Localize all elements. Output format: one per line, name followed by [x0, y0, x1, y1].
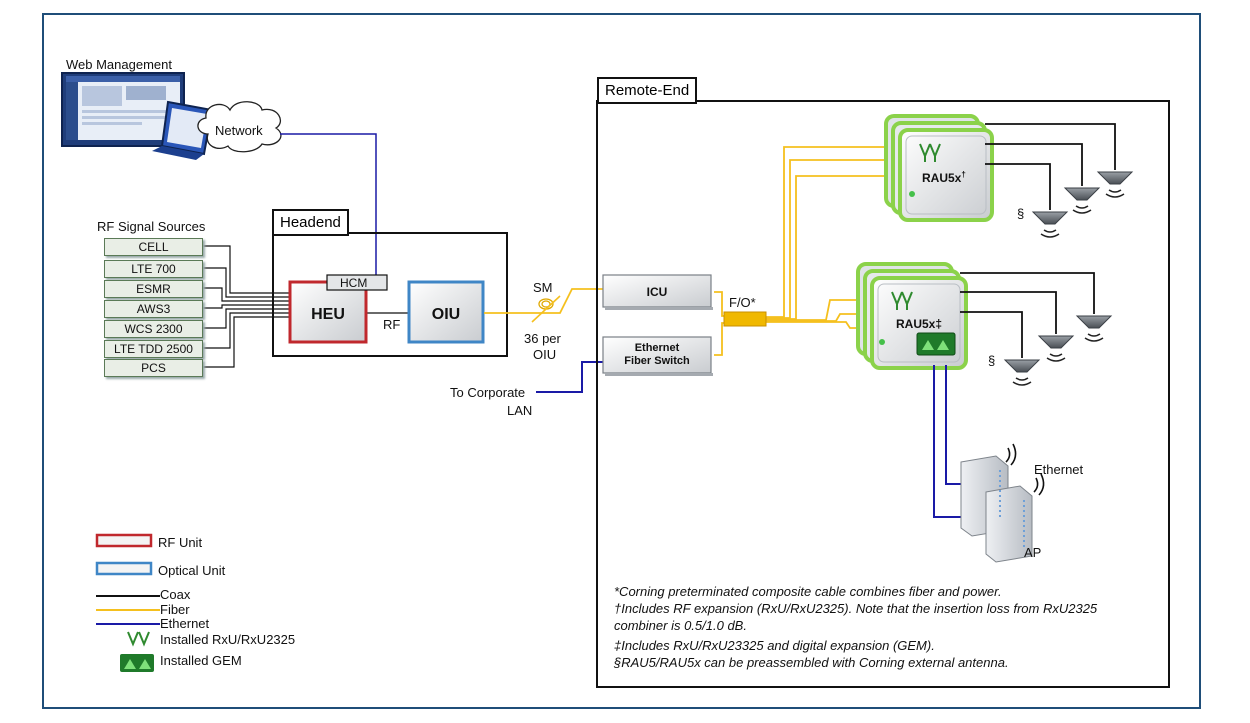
laptop-icon	[61, 72, 214, 160]
hcm-label: HCM	[340, 276, 368, 290]
antenna-icon	[1003, 171, 1134, 373]
hcm-module	[326, 274, 388, 291]
fiber-lines	[484, 146, 898, 356]
web-management-label: Web Management	[66, 57, 172, 72]
icu-label: ICU	[646, 285, 668, 299]
heu-label: HEU	[311, 306, 345, 323]
corporate-lan-line	[536, 361, 603, 393]
footnote-composite-cable: *Corning preterminated composite cable c…	[614, 584, 1002, 599]
rf-source-aws3: AWS3	[104, 300, 203, 318]
legend-coax: Coax	[160, 587, 191, 602]
rf-source-lte700: LTE 700	[104, 260, 203, 278]
ap-label: AP	[1024, 545, 1042, 560]
rf-source-lte-tdd-2500: LTE TDD 2500	[104, 340, 203, 358]
corporate-lan-label: To Corporate	[450, 385, 526, 400]
rau-top-label-text: RAU5x	[922, 171, 962, 185]
legend-installed-rxu: Installed RxU/RxU2325	[160, 632, 296, 647]
rf-sources-title: RF Signal Sources	[97, 219, 206, 234]
legend-rf-unit: RF Unit	[158, 535, 203, 550]
legend-ethernet: Ethernet	[160, 616, 210, 631]
legend-optical-unit-swatch	[95, 561, 153, 576]
rf-source-wcs2300: WCS 2300	[104, 320, 203, 338]
per-oiu-label-2: OIU	[533, 347, 557, 362]
legend-installed-gem: Installed GEM	[160, 653, 242, 668]
coax-lines	[203, 245, 408, 368]
rxu-antenna-icon-bottom	[891, 291, 913, 310]
legend-gem-icon	[120, 654, 154, 672]
rf-source-cell: CELL	[104, 238, 203, 256]
corporate-lan-label-2: LAN	[507, 403, 533, 418]
rau-top-unit	[884, 114, 994, 222]
rau-top-mark: †	[961, 170, 966, 179]
rau-top-label: RAU5x†	[922, 170, 966, 185]
ethernet-switch-label-2: Fiber Switch	[624, 355, 690, 367]
footnote-rf-expansion: †Includes RF expansion (RxU/RxU2325). No…	[614, 601, 1098, 616]
remote-end-box	[596, 100, 1170, 688]
access-point-icon	[960, 455, 1033, 563]
fiber-coil-icon	[531, 295, 561, 323]
footnote-digital-expansion: ‡Includes RxU/RxU23325 and digital expan…	[614, 638, 935, 653]
rau-bottom-unit	[856, 262, 968, 370]
legend-rxu-icon	[127, 631, 150, 647]
rxu-antenna-icon-top	[919, 143, 941, 162]
footnote-rf-expansion-cont: combiner is 0.5/1.0 dB.	[614, 618, 747, 633]
headend-box	[272, 232, 508, 357]
fo-connector	[723, 311, 767, 327]
rf-link-label: RF	[383, 317, 401, 332]
ethernet-fiber-switch	[602, 336, 712, 374]
section-mark-bottom: §	[988, 353, 996, 368]
network-label: Network	[215, 123, 263, 138]
rf-source-pcs: PCS	[104, 359, 203, 377]
section-mark-top: §	[1017, 206, 1025, 221]
per-oiu-label: 36 per	[524, 331, 561, 346]
footnote-external-antenna: §RAU5/RAU5x can be preassembled with Cor…	[614, 655, 1009, 670]
ethernet-ap-label: Ethernet	[1034, 462, 1084, 477]
headend-label: Headend	[272, 209, 349, 236]
legend-fiber: Fiber	[160, 602, 190, 617]
rau-bottom-label: RAU5x‡	[896, 317, 943, 331]
network-cloud-icon	[197, 101, 282, 153]
wifi-signal-icon	[1005, 443, 1045, 496]
remote-end-label: Remote-End	[597, 77, 698, 104]
rf-source-esmr: ESMR	[104, 280, 203, 298]
antenna-signal-icon	[1012, 189, 1125, 386]
ethernet-switch-label-1: Ethernet	[634, 342, 680, 354]
outer-frame	[42, 13, 1201, 709]
rau-coax-top	[985, 123, 1116, 210]
oiu-label: OIU	[431, 306, 461, 323]
legend-rf-unit-swatch	[95, 533, 153, 548]
sm-label: SM	[533, 280, 553, 295]
fo-label: F/O*	[729, 295, 756, 310]
icu-unit	[602, 274, 712, 308]
legend-optical-unit: Optical Unit	[158, 563, 226, 578]
rau-coax-bottom	[960, 272, 1095, 358]
oiu-unit	[407, 280, 485, 344]
